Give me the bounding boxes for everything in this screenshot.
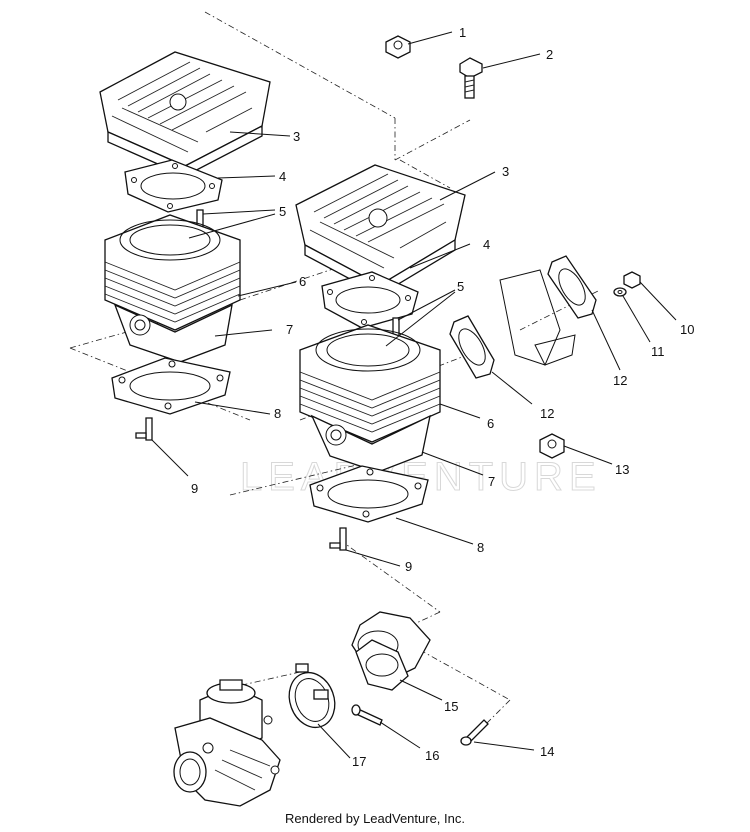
callout-6-left: 6	[299, 274, 306, 289]
callout-9-left: 9	[191, 481, 198, 496]
callout-9-right: 9	[405, 559, 412, 574]
impulse-fitting-left[interactable]	[135, 417, 153, 441]
base-gasket-right[interactable]	[309, 465, 429, 523]
callout-8-right: 8	[477, 540, 484, 555]
screw-part-14[interactable]	[460, 719, 489, 746]
exhaust-manifold-outline	[499, 269, 576, 366]
callout-4-right: 4	[483, 237, 490, 252]
head-gasket-right[interactable]	[321, 271, 419, 329]
nut-part-13[interactable]	[539, 433, 565, 459]
bolt-part-2[interactable]	[459, 57, 483, 99]
head-gasket-left[interactable]	[124, 159, 223, 213]
hose-clamp[interactable]	[282, 663, 342, 734]
exhaust-gasket-lower[interactable]	[449, 315, 495, 379]
intake-adapter[interactable]	[351, 611, 431, 691]
callout-8-left: 8	[274, 406, 281, 421]
cylinder-right[interactable]	[299, 324, 441, 473]
callout-12-upper: 12	[613, 373, 627, 388]
carburetor[interactable]	[173, 679, 281, 807]
callout-17: 17	[352, 754, 366, 769]
callout-labels: 1 2 3 4 5 6 7 8 9 3 4 5 6 7 8 9 10 11 12…	[191, 25, 694, 769]
cylinder-left[interactable]	[104, 214, 241, 363]
callout-10: 10	[680, 322, 694, 337]
cylinder-head-left[interactable]	[99, 51, 271, 177]
callout-3-right: 3	[502, 164, 509, 179]
callout-13: 13	[615, 462, 629, 477]
callout-14: 14	[540, 744, 554, 759]
nut-part-1[interactable]	[385, 35, 411, 59]
washer-part-11[interactable]	[613, 287, 627, 297]
leader-lines	[151, 31, 677, 759]
callout-2: 2	[546, 47, 553, 62]
callout-5-left: 5	[279, 204, 286, 219]
impulse-fitting-right[interactable]	[329, 527, 347, 551]
exhaust-gasket-upper[interactable]	[547, 255, 597, 319]
nut-part-10[interactable]	[623, 271, 641, 289]
callout-5-right: 5	[457, 279, 464, 294]
callout-15: 15	[444, 699, 458, 714]
callout-7-left: 7	[286, 322, 293, 337]
callout-3-left: 3	[293, 129, 300, 144]
callout-11: 11	[651, 344, 665, 359]
base-gasket-left[interactable]	[111, 357, 231, 415]
callout-7-right: 7	[488, 474, 495, 489]
rendered-by-footer: Rendered by LeadVenture, Inc.	[285, 811, 465, 826]
callout-16: 16	[425, 748, 439, 763]
callout-1: 1	[459, 25, 466, 40]
callout-6-right: 6	[487, 416, 494, 431]
callout-4-left: 4	[279, 169, 286, 184]
screw-part-16[interactable]	[351, 704, 383, 726]
callout-12-lower: 12	[540, 406, 554, 421]
